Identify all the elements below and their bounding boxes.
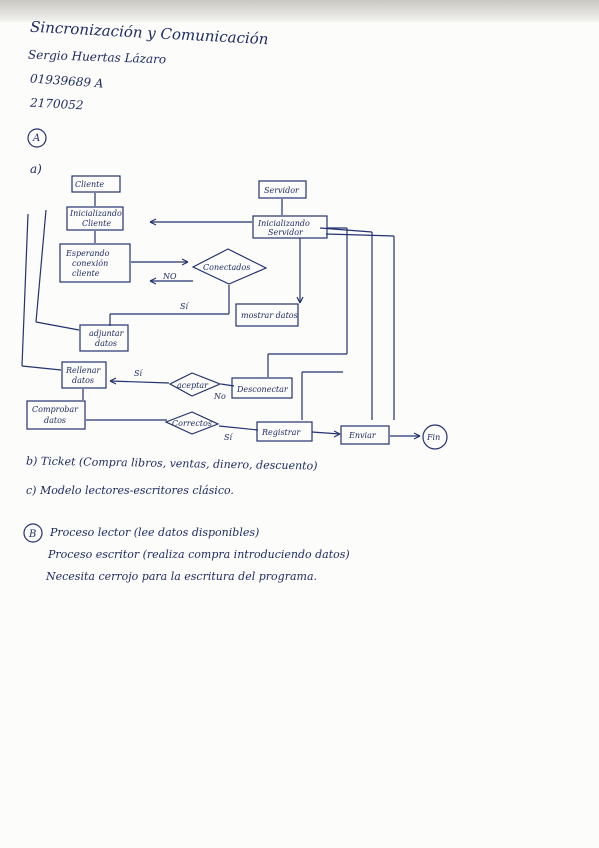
label-esperando-2: conexión (72, 259, 108, 268)
part-c-text: c) Modelo lectores-escritores clásico. (26, 484, 234, 497)
box-enviar (340, 425, 390, 445)
question-b-number: B (28, 529, 36, 540)
label-esperando-3: cliente (72, 269, 100, 278)
label-conectados: Conectados (203, 263, 250, 272)
answer-b-line-3: Necesita cerrojo para la escritura del p… (46, 570, 318, 583)
label-inicializando-servidor-1: Inicializando (257, 219, 310, 228)
question-b-circle (23, 523, 43, 543)
answer-b-line-1: Proceso lector (lee datos disponibles) (50, 526, 260, 539)
box-adjuntar-datos (79, 324, 129, 352)
box-desconectar (231, 377, 293, 399)
question-a-circle (27, 128, 47, 148)
label-no: NO (162, 272, 177, 281)
label-adjuntar-2: datos (95, 339, 117, 348)
box-rellenar-datos (61, 361, 107, 389)
label-aceptar: aceptar (177, 381, 209, 390)
label-esperando-1: Esperando (65, 249, 110, 258)
label-no-2: No (213, 392, 226, 401)
box-registrar (256, 421, 313, 442)
box-comprobar-datos (26, 400, 86, 430)
label-si-1: Sí (180, 302, 189, 311)
box-servidor (258, 180, 307, 199)
box-mostrar-datos (235, 303, 299, 327)
box-esperando (59, 243, 131, 283)
page-fold-shadow (0, 0, 599, 22)
box-cliente (71, 175, 121, 193)
label-correctos: Correctos (172, 419, 212, 428)
label-inicializando-servidor-2: Servidor (268, 228, 304, 237)
label-inicializando-cliente-1: Inicializando (69, 209, 122, 218)
diamond-conectados (191, 248, 268, 285)
label-servidor: Servidor (264, 186, 300, 195)
label-adjuntar-1: adjuntar (89, 329, 125, 338)
label-desconectar: Desconectar (236, 385, 289, 394)
label-fin: Fin (426, 433, 440, 442)
label-inicializando-cliente-2: Cliente (82, 219, 111, 228)
label-comprobar-1: Comprobar (32, 405, 79, 414)
label-mostrar-datos: mostrar datos (241, 311, 298, 320)
diamond-correctos (164, 411, 220, 435)
question-a-number: A (32, 133, 40, 144)
label-comprobar-2: datos (44, 416, 66, 425)
label-si-2: Sí (134, 369, 143, 378)
label-cliente: Cliente (75, 180, 104, 189)
part-a-label: a) (30, 162, 42, 176)
label-rellenar-1: Rellenar (65, 366, 102, 375)
box-inicializando-servidor (252, 215, 328, 239)
label-si-3: Sí (224, 433, 233, 442)
answer-b-line-2: Proceso escritor (realiza compra introdu… (48, 548, 350, 561)
label-rellenar-2: datos (72, 376, 94, 385)
diamond-aceptar (168, 372, 222, 397)
circle-fin (422, 424, 448, 450)
label-enviar: Enviar (348, 431, 377, 440)
label-registrar: Registrar (261, 428, 301, 437)
box-inicializando-cliente (66, 206, 124, 231)
